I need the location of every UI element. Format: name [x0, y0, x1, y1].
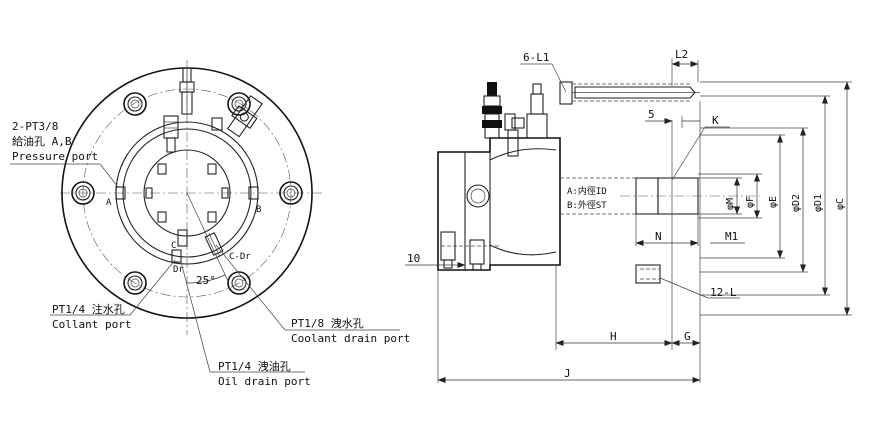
port-c-label: C: [171, 241, 176, 251]
side-view: H G J 10 6-L1 L2 5 K A:内徑ID B:外徑ST: [405, 48, 852, 383]
port-b-label: B: [256, 205, 261, 215]
bolt-hole-bottom-left: [123, 271, 147, 295]
legend-b: B:外徑ST: [567, 199, 607, 211]
coolant-leader: [129, 259, 176, 316]
side-coupling: [504, 113, 519, 157]
front-view: 2-PT3/8 給油孔 A,B Pressure port A B C Dr C…: [10, 60, 410, 388]
dim-h: H: [610, 330, 617, 343]
coupling-left: [163, 115, 179, 153]
side-top-fitting-right: [511, 83, 548, 139]
dim-n: N: [655, 230, 662, 243]
angle-ray: [186, 192, 229, 282]
side-bottom-ports: [440, 231, 500, 271]
port-c-dr-label: C-Dr: [229, 252, 251, 262]
top-fitting-vertical: [179, 67, 195, 115]
body-curve: [489, 148, 557, 161]
body-curve-lower: [489, 244, 557, 256]
coolant-drain-en: Coolant drain port: [291, 332, 410, 345]
side-port-circle: [466, 184, 490, 208]
angle-label: 25°: [196, 274, 216, 287]
angle-arc: [186, 274, 226, 284]
dim-10: 10: [407, 252, 420, 265]
dim-5: 5: [648, 108, 655, 121]
port-dr: [171, 249, 182, 263]
six-l1-leader: [551, 63, 567, 93]
top-bolt: [559, 81, 700, 105]
port-dr-label: Dr: [173, 265, 184, 275]
small-fitting: [211, 117, 223, 131]
port-a-label: A: [106, 198, 112, 208]
dim-phi-d1: φD1: [813, 194, 824, 212]
oil-drain-spec: PT1/4 洩油孔: [218, 359, 291, 373]
coolant-drain-leader: [215, 244, 286, 331]
bolt-hole-bottom-right: [227, 271, 251, 295]
dim-phi-c: φC: [835, 198, 846, 210]
dim-j: J: [564, 367, 571, 380]
port-c-dr: [204, 232, 224, 257]
dim-six-l1: 6-L1: [523, 51, 550, 64]
pressure-port-cn: 給油孔 A,B: [12, 134, 72, 148]
side-top-fitting-left: [482, 82, 502, 139]
port-c: [177, 229, 188, 247]
coolant-port-en: Collant port: [52, 318, 131, 331]
twelve-l-leader: [659, 277, 709, 299]
bolt-hole-top-right: [227, 92, 251, 116]
cylinder-body: [437, 137, 561, 271]
oil-drain-en: Oil drain port: [218, 375, 311, 388]
dim-l2: L2: [675, 48, 688, 61]
dim-g: G: [684, 330, 691, 343]
dim-phi-f: φF: [745, 196, 756, 208]
dim-phi-d2: φD2: [791, 194, 802, 212]
dim-phi-m: φM: [725, 198, 736, 210]
bolt-hole-right: [279, 181, 303, 205]
oil-drain-leader: [180, 261, 211, 373]
piston-bolts: [145, 163, 229, 223]
coolant-port-spec: PT1/4 注水孔: [52, 302, 125, 316]
dim-k: K: [712, 114, 719, 127]
port-a-stub: [115, 186, 126, 200]
k-leader: [671, 126, 706, 181]
dim-m1: M1: [725, 230, 738, 243]
coolant-drain-spec: PT1/8 洩水孔: [291, 316, 364, 330]
bolt-hole-left: [71, 181, 95, 205]
inner-body: [122, 128, 252, 258]
pressure-port-spec: 2-PT3/8: [12, 120, 58, 133]
top-fitting-angled: [226, 95, 263, 138]
legend-a: A:内徑ID: [567, 185, 607, 197]
side-port-inner: [470, 188, 486, 204]
bolt-hole-top-left: [123, 92, 147, 116]
pressure-port-leader: [99, 163, 119, 188]
dim-phi-e: φE: [768, 196, 779, 208]
port-b-stub: [248, 186, 259, 200]
dim-twelve-l: 12-L: [710, 286, 737, 299]
pressure-port-en: Pressure port: [12, 150, 98, 163]
